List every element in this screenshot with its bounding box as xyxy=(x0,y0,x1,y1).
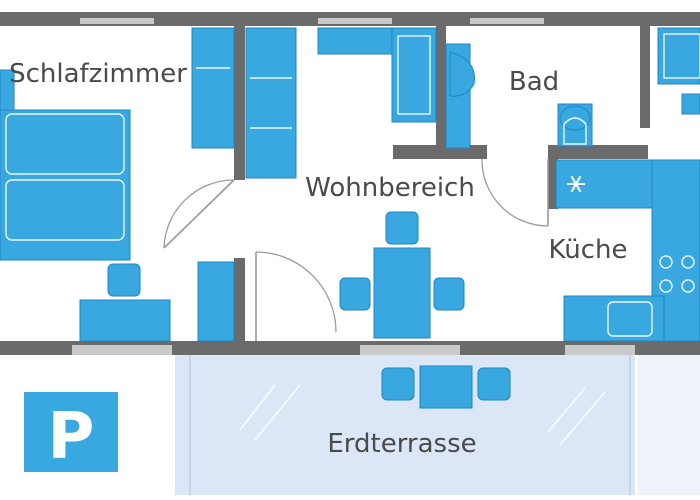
snowflake-icon xyxy=(567,175,585,193)
door-bathroom xyxy=(481,158,549,227)
dining-set xyxy=(339,211,465,339)
living-shelf xyxy=(245,27,297,179)
terrace-glass-glare xyxy=(239,384,606,446)
parking-sign: P xyxy=(24,392,118,474)
bedroom-cabinet xyxy=(197,261,235,342)
walls xyxy=(0,12,700,355)
terrace-furniture xyxy=(381,365,511,409)
terrace-side xyxy=(638,355,700,495)
door-bedroom xyxy=(163,179,235,249)
door-entrance xyxy=(255,251,337,341)
stove xyxy=(659,255,695,293)
toilet xyxy=(557,103,593,147)
bedroom-desk xyxy=(79,263,171,342)
shower xyxy=(391,27,437,123)
room-label-wohnbereich: Wohnbereich xyxy=(305,173,475,203)
room-label-kueche: Küche xyxy=(548,235,627,265)
room-label-erdterrasse: Erdterrasse xyxy=(327,429,476,459)
living-sideboard xyxy=(317,27,393,55)
room-label-bad: Bad xyxy=(509,67,559,97)
sink xyxy=(445,43,475,149)
room-label-schlafzimmer: Schlafzimmer xyxy=(9,59,187,89)
bedroom-wardrobe xyxy=(191,27,235,149)
parking-letter: P xyxy=(48,400,95,474)
windows xyxy=(72,18,635,355)
bed xyxy=(0,69,131,261)
right-room-unit xyxy=(657,27,700,115)
